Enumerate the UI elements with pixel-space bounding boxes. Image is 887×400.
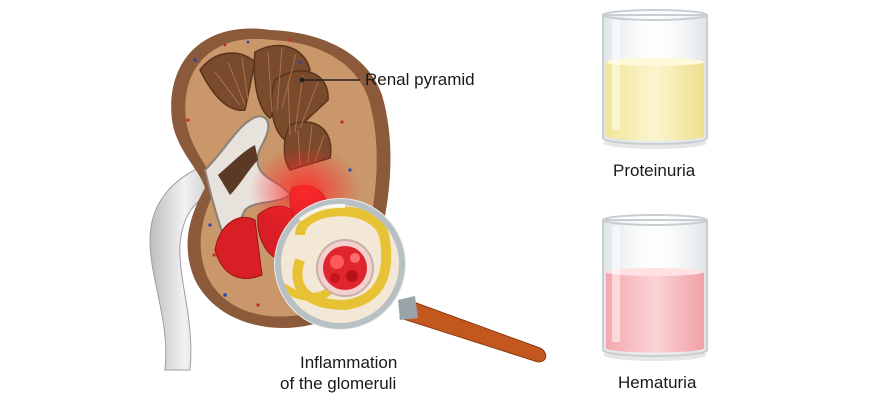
label-proteinuria: Proteinuria: [613, 161, 696, 180]
label-inflammation: Inflammation of the glomeruli: [280, 352, 398, 394]
label-renal-pyramid: Renal pyramid: [365, 70, 475, 89]
label-hematuria: Hematuria: [618, 373, 697, 392]
label-inflammation-line1: Inflammation: [300, 353, 398, 372]
beaker-hematuria: [602, 214, 708, 361]
ureter: [149, 164, 219, 371]
magnifier-handle: [399, 299, 547, 363]
label-inflammation-line2: of the glomeruli: [280, 374, 397, 393]
magnifier-lens: [274, 198, 406, 330]
beaker-proteinuria: [602, 9, 708, 149]
